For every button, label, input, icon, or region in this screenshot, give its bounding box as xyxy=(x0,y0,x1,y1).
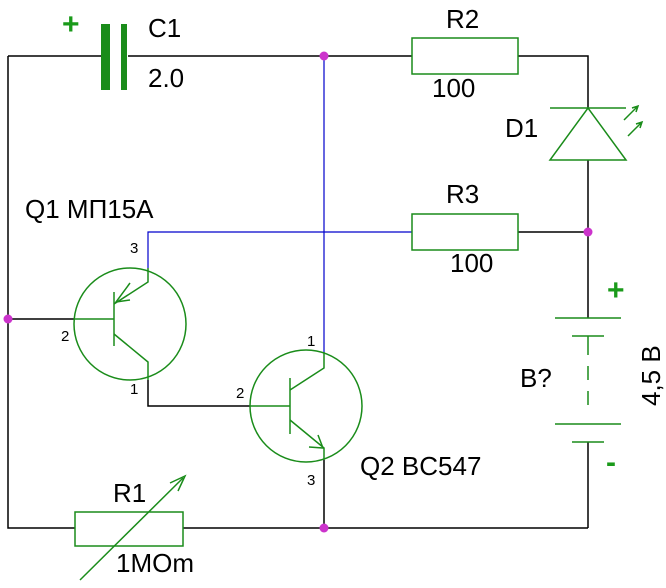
q1-name: Q1 МП15А xyxy=(25,194,154,224)
battery-name: B? xyxy=(520,363,552,393)
q2-pin-collector: 1 xyxy=(307,333,315,350)
battery-minus-sign: - xyxy=(606,446,616,479)
r1-name: R1 xyxy=(113,478,146,508)
r1-value: 1MOm xyxy=(116,548,194,578)
resistor-r3-body xyxy=(411,213,519,251)
resistor-r1-adjust-arrow xyxy=(169,474,187,492)
resistor-r2: R2 100 xyxy=(411,4,519,103)
transistor-q2: Q2 BC547 1 2 3 xyxy=(236,333,481,489)
resistor-r1-body xyxy=(74,511,184,547)
c1-name: C1 xyxy=(148,13,181,43)
c1-plus-sign: + xyxy=(62,8,80,41)
junctions xyxy=(3,51,593,533)
q2-pin-base: 2 xyxy=(236,385,244,402)
q1-collector-lead xyxy=(113,268,149,305)
r2-value: 100 xyxy=(432,73,475,103)
r3-name: R3 xyxy=(446,179,479,209)
battery-b: + - B? 4,5 В xyxy=(520,274,666,479)
q2-arrow xyxy=(308,434,325,449)
wire-q1-collector xyxy=(147,231,412,268)
capacitor-c1: + C1 2.0 xyxy=(62,8,184,93)
led-light-arrow xyxy=(627,120,644,137)
capacitor-plate-positive xyxy=(101,24,110,90)
resistor-r3: R3 100 xyxy=(411,179,519,278)
wire-top-right xyxy=(518,55,589,108)
q2-emitter-lead xyxy=(289,419,325,460)
r2-name: R2 xyxy=(446,4,479,34)
d1-name: D1 xyxy=(505,113,538,143)
q1-emitter-lead xyxy=(113,333,149,380)
q1-arrow xyxy=(114,282,131,303)
q1-pin-emitter: 1 xyxy=(130,381,138,398)
battery-plus-sign: + xyxy=(607,274,625,307)
junction-dot xyxy=(319,51,329,61)
wires xyxy=(7,55,589,529)
q2-name: Q2 BC547 xyxy=(360,451,481,481)
transistor-q1-envelope xyxy=(73,267,187,381)
led-light-arrow xyxy=(623,104,640,121)
q1-pin-collector: 3 xyxy=(130,240,138,257)
q2-pin-emitter: 3 xyxy=(307,472,315,489)
led-triangle xyxy=(548,106,628,161)
q1-pin-base: 2 xyxy=(61,328,69,345)
c1-value: 2.0 xyxy=(148,63,184,93)
capacitor-plate-negative xyxy=(121,24,127,90)
resistor-r1-variable: R1 1MOm xyxy=(74,474,194,581)
wire-left-rail xyxy=(7,56,75,529)
junction-dot xyxy=(319,523,329,533)
transistor-q1: Q1 МП15А 3 2 1 xyxy=(25,194,187,398)
r3-value: 100 xyxy=(450,248,493,278)
battery-voltage: 4,5 В xyxy=(636,345,666,406)
led-d1: D1 xyxy=(505,104,644,161)
resistor-r2-body xyxy=(411,37,519,75)
q2-collector-lead xyxy=(289,352,325,391)
junction-dot xyxy=(583,227,593,237)
resistor-r1-adjust-line xyxy=(79,477,184,581)
junction-dot xyxy=(3,314,13,324)
wire-q1-emitter xyxy=(147,380,250,407)
